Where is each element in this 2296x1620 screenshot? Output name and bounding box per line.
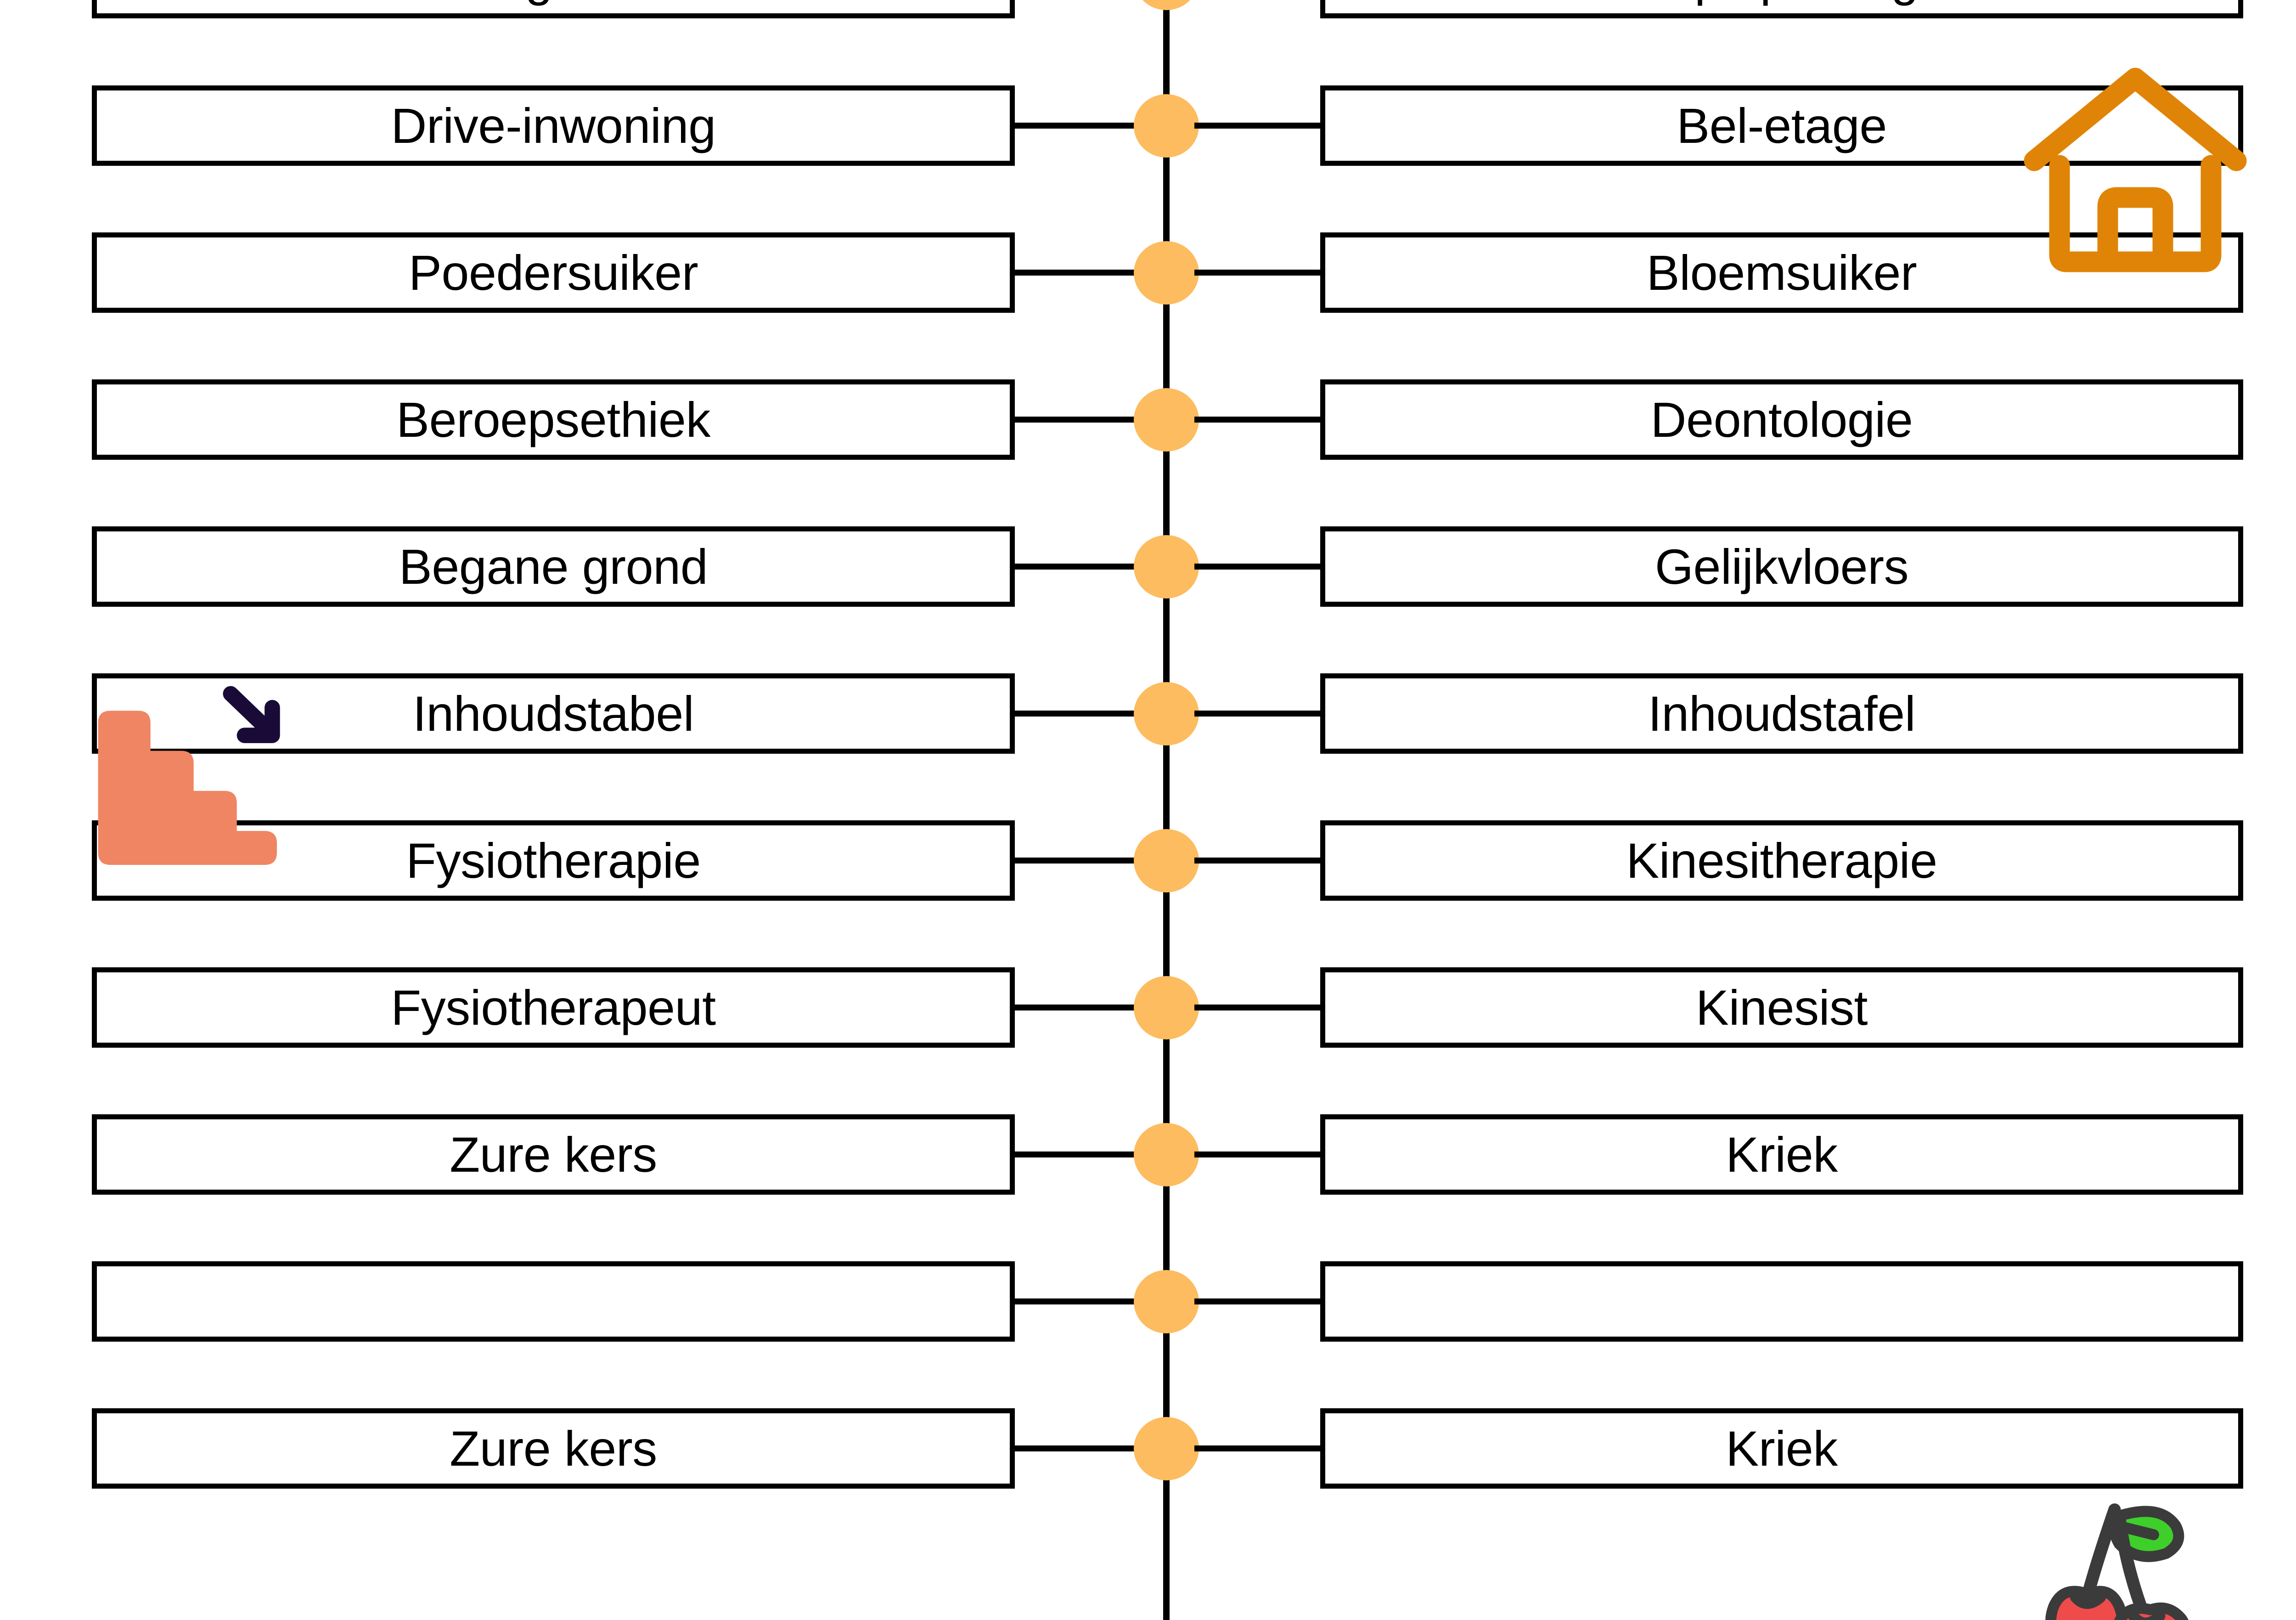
connector-right bbox=[1194, 1005, 1323, 1010]
term-label-left: Zure kers bbox=[450, 1126, 657, 1182]
connector-right bbox=[1194, 417, 1323, 423]
term-box-left[interactable]: Drive-inwoning bbox=[92, 85, 1015, 166]
connector-right bbox=[1194, 270, 1323, 276]
term-box-left[interactable]: Zure kers bbox=[92, 1408, 1015, 1489]
term-label-right: Gelijkvloers bbox=[1654, 538, 1909, 594]
pair-row: Poedersuiker Bloemsuiker bbox=[0, 232, 2296, 313]
term-box-right[interactable]: Aquaplaning bbox=[1320, 0, 2243, 18]
match-node-dot[interactable] bbox=[1134, 1270, 1199, 1333]
connector-left bbox=[1013, 858, 1139, 864]
term-label-left: Begane grond bbox=[399, 538, 708, 594]
match-node-dot[interactable] bbox=[1134, 535, 1199, 598]
connector-right bbox=[1194, 1298, 1323, 1304]
term-box-right[interactable]: Kinesist bbox=[1320, 967, 2243, 1048]
term-label-right: Inhoudstafel bbox=[1648, 685, 1916, 741]
stairs-icon bbox=[83, 680, 298, 873]
term-box-right[interactable]: Bloemsuiker bbox=[1320, 232, 2243, 313]
term-label-left: Drive-inwoning bbox=[391, 97, 716, 153]
connector-left bbox=[1013, 564, 1139, 570]
term-box-right[interactable]: Kinesitherapie bbox=[1320, 820, 2243, 901]
term-box-right[interactable]: Inhoudstafel bbox=[1320, 673, 2243, 754]
connector-spine-11 bbox=[1163, 1461, 1170, 1620]
pair-row: Zure kers Kriek bbox=[0, 1114, 2296, 1195]
match-node-dot[interactable] bbox=[1134, 0, 1199, 10]
term-label-right: Kriek bbox=[1726, 1126, 1838, 1182]
match-node-dot[interactable] bbox=[1134, 94, 1199, 158]
term-label-left: Zure kers bbox=[450, 1420, 657, 1476]
connector-right bbox=[1194, 564, 1323, 570]
term-box-right[interactable]: Gelijkvloers bbox=[1320, 526, 2243, 607]
connector-left bbox=[1013, 270, 1139, 276]
term-label-right: Kinesitherapie bbox=[1626, 832, 1937, 888]
term-label-right: Kinesist bbox=[1695, 979, 1868, 1035]
term-label-left: Fysiotherapie bbox=[406, 832, 701, 888]
match-node-dot[interactable] bbox=[1134, 388, 1199, 452]
pair-row: Zure kers bbox=[0, 1261, 2296, 1342]
pair-row: Fysiotherapie Kinesitherapie bbox=[0, 820, 2296, 901]
term-box-left[interactable]: Inhoudstabel bbox=[92, 673, 1015, 754]
connector-left bbox=[1013, 1445, 1139, 1451]
pair-row: Begane grond Gelijkvloers bbox=[0, 526, 2296, 607]
term-label-left: Poedersuiker bbox=[408, 244, 698, 300]
pair-row: Drive-inwoning Bel-etage bbox=[0, 85, 2296, 166]
term-box-left[interactable]: Watergladheid bbox=[92, 0, 1015, 18]
term-box-right[interactable]: Kriek bbox=[1320, 1408, 2243, 1489]
connector-right bbox=[1194, 858, 1323, 864]
match-node-dot[interactable] bbox=[1134, 976, 1199, 1039]
term-label-left: Watergladheid bbox=[396, 0, 711, 3]
match-node-dot[interactable] bbox=[1134, 241, 1199, 305]
match-node-dot[interactable] bbox=[1134, 829, 1199, 892]
house-icon bbox=[2020, 55, 2250, 285]
term-label-right: Aquaplaning bbox=[1645, 0, 1919, 3]
connector-right bbox=[1194, 1151, 1323, 1157]
pair-row: Inhoudstabel Inhoudstafel bbox=[0, 673, 2296, 754]
term-box-right[interactable]: Deontologie bbox=[1320, 379, 2243, 460]
connector-right bbox=[1194, 123, 1323, 129]
term-box-left[interactable]: Beroepsethiek bbox=[92, 379, 1015, 460]
term-box-right[interactable]: Bel-etage bbox=[1320, 85, 2243, 166]
pair-row: Beroepsethiek Deontologie bbox=[0, 379, 2296, 460]
connector-left bbox=[1013, 711, 1139, 717]
connector-left bbox=[1013, 1005, 1139, 1010]
pair-row: Fysiotherapeut Kinesist bbox=[0, 967, 2296, 1048]
pair-row: Zure kers Kriek bbox=[0, 1408, 2296, 1489]
connector-left bbox=[1013, 123, 1139, 129]
connector-right bbox=[1194, 1445, 1323, 1451]
pair-row: Watergladheid Aquaplaning bbox=[0, 0, 2296, 18]
arrow-down-right-icon bbox=[223, 686, 280, 743]
term-label-left: Inhoudstabel bbox=[412, 685, 694, 741]
term-box-right[interactable]: Kriek bbox=[1320, 1114, 2243, 1195]
connector-right bbox=[1194, 711, 1323, 717]
term-label-right: Deontologie bbox=[1650, 391, 1913, 447]
term-label-left: Beroepsethiek bbox=[396, 391, 710, 447]
connector-left bbox=[1013, 1298, 1139, 1304]
term-label-right: Kriek bbox=[1726, 1420, 1838, 1476]
term-box-left[interactable]: Begane grond bbox=[92, 526, 1015, 607]
match-node-dot[interactable] bbox=[1134, 1123, 1199, 1186]
term-label-right: Bel-etage bbox=[1677, 97, 1887, 153]
connector-left bbox=[1013, 417, 1139, 423]
cherry-icon bbox=[2043, 1503, 2264, 1620]
match-node-dot[interactable] bbox=[1134, 1417, 1199, 1480]
term-box-left[interactable]: Zure kers bbox=[92, 1114, 1015, 1195]
term-box-right[interactable] bbox=[1320, 1261, 2243, 1342]
term-box-left[interactable]: Poedersuiker bbox=[92, 232, 1015, 313]
connector-left bbox=[1013, 1151, 1139, 1157]
term-box-left[interactable]: Zure kers bbox=[92, 1261, 1015, 1342]
term-box-left[interactable]: Fysiotherapeut bbox=[92, 967, 1015, 1048]
term-label-left: Fysiotherapeut bbox=[391, 979, 716, 1035]
term-label-right: Bloemsuiker bbox=[1646, 244, 1917, 300]
match-node-dot[interactable] bbox=[1134, 682, 1199, 745]
